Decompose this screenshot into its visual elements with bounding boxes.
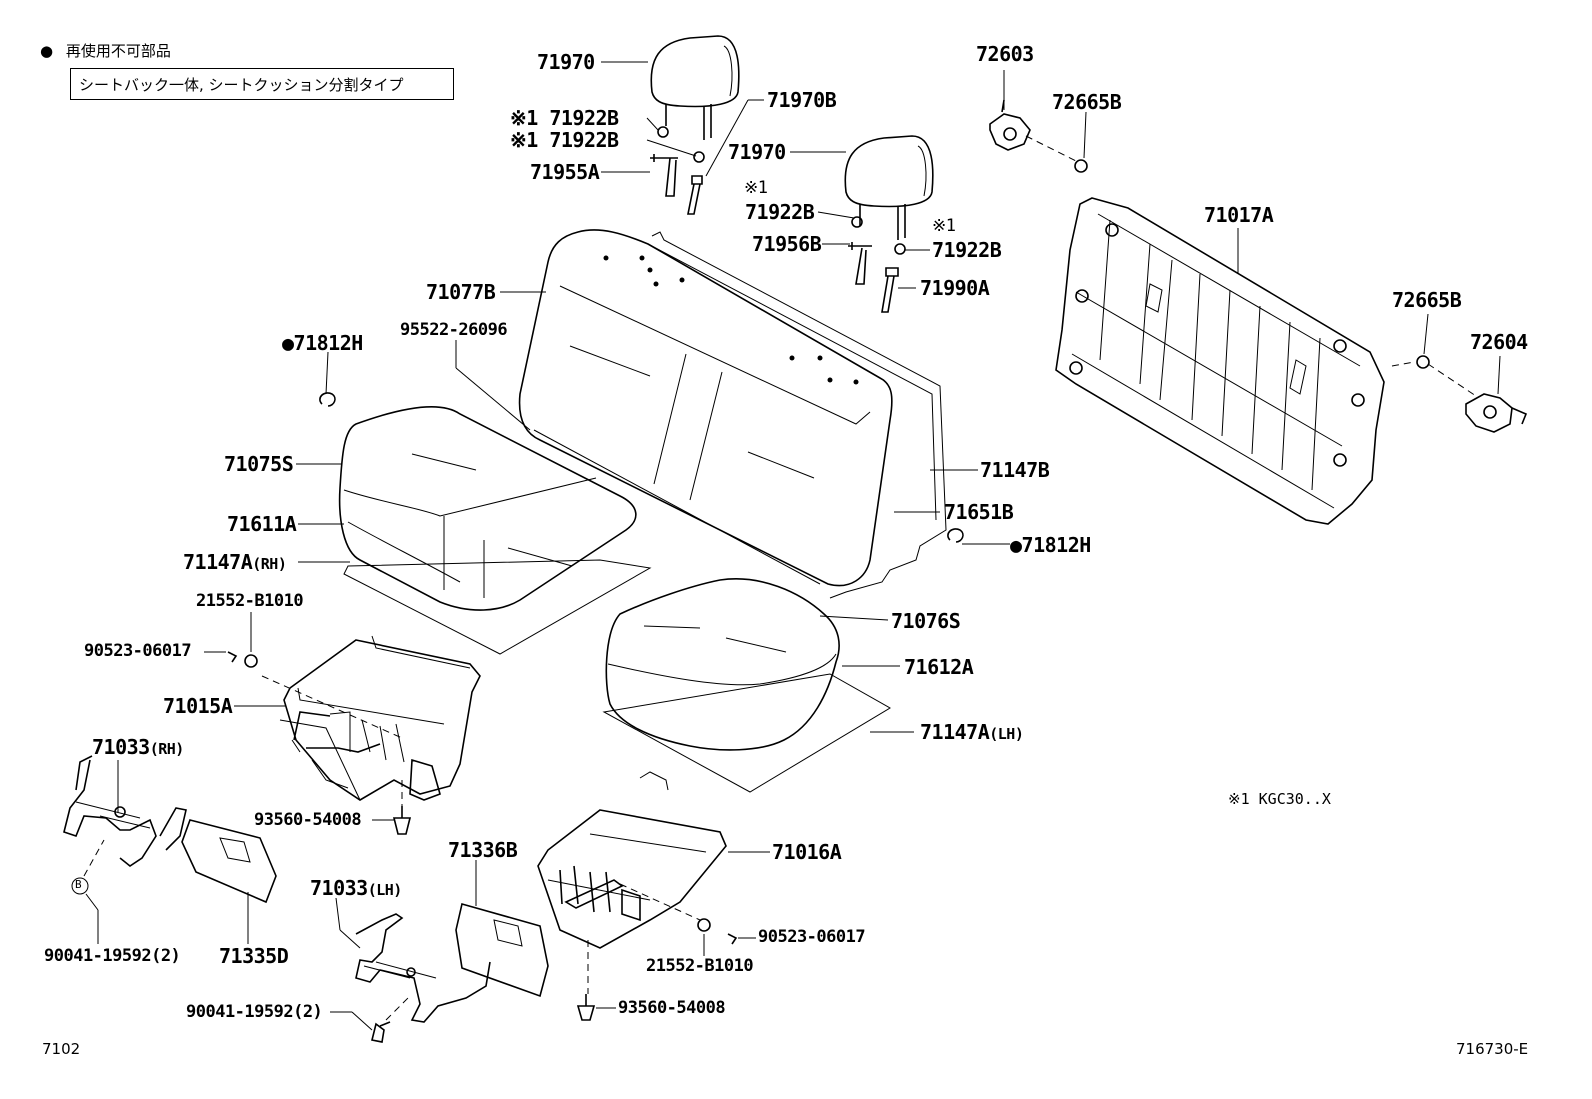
seat-frame-rh (279, 635, 481, 801)
part-label-71611a: 71611A (227, 512, 297, 536)
leader-lines (83, 61, 1501, 1031)
hinge-rh (63, 755, 187, 867)
legend-non-reusable: ● 再使用不可部品 (40, 40, 171, 61)
figure-code: 716730-E (1456, 1040, 1529, 1058)
part-label-71147a-rh: 71147A(RH) (183, 550, 287, 574)
part-number-71033-rh: 71033 (92, 735, 150, 759)
part-label-71956b: 71956B (752, 232, 822, 256)
part-label-71922b-1: ※1 71922B (510, 106, 619, 130)
part-label-90523-06017-rh: 90523-06017 (84, 641, 192, 661)
part-label-71077b: 71077B (426, 280, 496, 304)
variant-note-box: シートバック一体, シートクッション分割タイプ (70, 68, 454, 100)
seat-back-frame (1055, 197, 1385, 525)
part-label-72604: 72604 (1470, 330, 1528, 354)
part-label-90041-19592-rh: 90041-19592(2) (44, 946, 181, 966)
seat-back-assembly (518, 229, 947, 599)
part-number-71147a-rh: 71147A (183, 550, 253, 574)
part-label-71955a: 71955A (530, 160, 600, 184)
part-label-71970b: 71970B (767, 88, 837, 112)
part-number-71147a-lh: 71147A (920, 720, 990, 744)
part-label-71922b-4: 71922B (932, 238, 1002, 262)
callout-b: B (75, 878, 82, 891)
part-label-21552-b1010-lh: 21552-B1010 (646, 956, 754, 976)
part-label-71033-rh: 71033(RH) (92, 737, 184, 757)
part-label-21552-b1010-rh: 21552-B1010 (196, 591, 304, 611)
seat-frame-lh (537, 771, 727, 949)
cover-lh (455, 903, 549, 998)
legend-bullet: ● (40, 42, 54, 60)
part-label-71336b: 71336B (448, 838, 518, 862)
part-label-71970-left: 71970 (537, 50, 595, 74)
latch-72603 (989, 99, 1031, 151)
footnote-mark-71922b-3: ※1 (744, 178, 768, 198)
part-label-72603: 72603 (976, 42, 1034, 66)
part-label-71990a: 71990A (920, 276, 990, 300)
part-label-71812h-left: ●71812H (282, 331, 363, 355)
headrest-guides (650, 126, 906, 313)
part-label-71922b-3: 71922B (745, 200, 815, 224)
side-suffix-rh: (RH) (252, 555, 287, 573)
part-label-71076s: 71076S (891, 609, 961, 633)
part-label-95522-26096: 95522-26096 (400, 320, 508, 340)
side-suffix-71033-rh: (RH) (149, 740, 185, 758)
part-label-90041-19592-lh: 90041-19592(2) (186, 1002, 323, 1022)
part-label-93560-54008-lh: 93560-54008 (618, 998, 726, 1018)
part-label-71651b: 71651B (944, 500, 1014, 524)
latch-72604 (1465, 393, 1528, 433)
part-label-90523-06017-lh: 90523-06017 (758, 927, 866, 947)
part-label-71016a: 71016A (772, 840, 842, 864)
footnote-mark-71922b-4: ※1 (932, 216, 956, 236)
part-label-71970-right: 71970 (728, 140, 786, 164)
part-label-71612a: 71612A (904, 655, 974, 679)
part-number-71033-lh: 71033 (310, 876, 368, 900)
part-label-71147b: 71147B (980, 458, 1050, 482)
cover-rh (181, 819, 277, 904)
footnote-kgc30: ※1 KGC30..X (1228, 790, 1331, 808)
part-label-71335d: 71335D (219, 944, 289, 968)
part-label-72665b-right: 72665B (1392, 288, 1462, 312)
part-label-71922b-2: ※1 71922B (510, 128, 619, 152)
headrest-left (650, 35, 740, 140)
cushion-rh-assembly (338, 405, 652, 655)
part-label-71812h-right: ●71812H (1010, 533, 1091, 557)
side-suffix-71033-lh: (LH) (367, 881, 403, 899)
side-suffix-lh: (LH) (989, 725, 1024, 743)
headrest-right (844, 135, 934, 240)
part-label-71017a: 71017A (1204, 203, 1274, 227)
part-label-71033-lh: 71033(LH) (310, 878, 402, 898)
part-label-71147a-lh: 71147A(LH) (920, 720, 1024, 744)
hinge-lh (355, 913, 491, 1023)
part-label-72665b-top: 72665B (1052, 90, 1122, 114)
cushion-lh-assembly (602, 578, 891, 793)
legend-text: 再使用不可部品 (65, 42, 171, 60)
part-label-71075s: 71075S (224, 452, 294, 476)
part-label-93560-54008-rh: 93560-54008 (254, 810, 362, 830)
page-code: 7102 (42, 1040, 81, 1058)
fasteners (71, 159, 1430, 1043)
part-label-71015a: 71015A (163, 694, 233, 718)
